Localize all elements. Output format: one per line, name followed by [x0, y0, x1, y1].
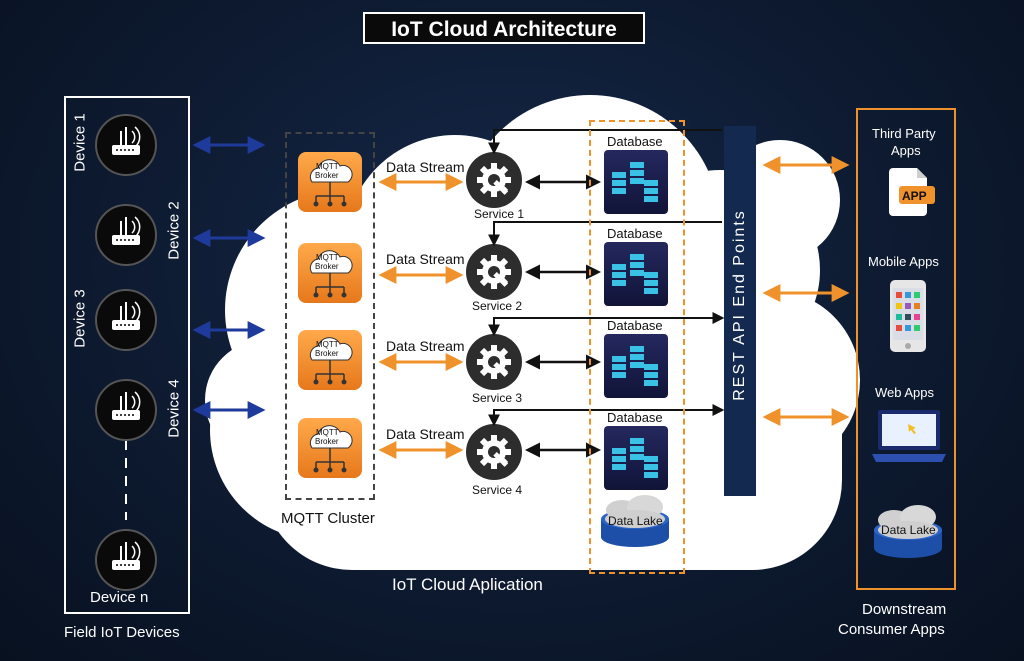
device-n-label: Device n	[90, 589, 149, 606]
rest-feed-line	[488, 312, 725, 337]
field-devices-box	[64, 96, 190, 614]
consumer-apps-box	[856, 108, 956, 590]
app-badge-text: APP	[902, 189, 927, 203]
rest-feed-line	[488, 129, 722, 155]
router-icon	[95, 114, 157, 176]
router-icon	[95, 379, 157, 441]
mqtt-cluster-box	[285, 132, 375, 500]
service-1-label: Service 1	[474, 207, 525, 221]
data-lake-label: Data Lake	[608, 514, 663, 528]
database-server-icon	[604, 150, 668, 214]
service-gear-icon	[466, 152, 522, 208]
broker-label-mqtt: MQTT	[316, 340, 339, 349]
device-3-label: Device 3	[71, 289, 89, 348]
cloud-application-label: IoT Cloud Aplication	[392, 575, 543, 594]
consumer-data-lake-label: Data Lake	[881, 523, 936, 537]
broker-label-mqtt: MQTT	[316, 253, 339, 262]
mqtt-broker-icon	[298, 243, 362, 303]
mqtt-broker-icon	[298, 418, 362, 478]
service-3-label: Service 3	[472, 391, 523, 405]
router-icon	[95, 289, 157, 351]
service-2-label: Service 2	[472, 299, 523, 313]
broker-label-broker: Broker	[315, 349, 339, 358]
data-lake-icon	[601, 495, 669, 547]
app-file-icon	[889, 168, 935, 216]
data-stream-label-2: Data Stream	[386, 251, 465, 267]
database-server-icon	[604, 334, 668, 398]
service-gear-icon	[466, 424, 522, 480]
third-party-label-line2: Apps	[891, 143, 921, 158]
device-2-label: Device 2	[165, 201, 183, 260]
database-3-label: Database	[607, 318, 663, 333]
broker-label-mqtt: MQTT	[316, 428, 339, 437]
rest-api-label: REST API End Points	[731, 209, 748, 401]
data-stream-label-1: Data Stream	[386, 159, 465, 175]
database-4-label: Database	[607, 410, 663, 425]
device-1-label: Device 1	[71, 113, 89, 172]
router-icon	[95, 204, 157, 266]
consumer-data-lake-icon	[874, 505, 942, 558]
database-2-label: Database	[607, 226, 663, 241]
consumer-caption-line2: Consumer Apps	[838, 621, 945, 638]
rest-feed-line	[488, 404, 725, 427]
rest-feed-line	[488, 221, 722, 247]
mqtt-broker-icon	[298, 330, 362, 390]
service-4-label: Service 4	[472, 483, 523, 497]
data-stream-label-4: Data Stream	[386, 426, 465, 442]
broker-label-broker: Broker	[315, 171, 339, 180]
mqtt-broker-icon	[298, 152, 362, 212]
service-gear-icon	[466, 334, 522, 390]
service-gear-icon	[466, 244, 522, 300]
web-apps-label: Web Apps	[875, 385, 935, 400]
field-devices-caption: Field IoT Devices	[64, 624, 180, 641]
diagram-title: IoT Cloud Architecture	[363, 12, 645, 44]
mobile-apps-label: Mobile Apps	[868, 254, 939, 269]
router-icon	[95, 529, 157, 591]
database-server-icon	[604, 242, 668, 306]
third-party-label-line1: Third Party	[872, 126, 936, 141]
mobile-phone-icon	[890, 280, 926, 352]
consumer-caption-line1: Downstream	[862, 601, 947, 618]
database-server-icon	[604, 426, 668, 490]
laptop-icon	[872, 410, 946, 462]
broker-label-broker: Broker	[315, 262, 339, 271]
database-group-box	[589, 120, 685, 574]
device-4-label: Device 4	[165, 379, 183, 438]
broker-label-mqtt: MQTT	[316, 162, 339, 171]
broker-label-broker: Broker	[315, 437, 339, 446]
data-stream-label-3: Data Stream	[386, 338, 465, 354]
rest-api-bar	[724, 126, 756, 496]
database-1-label: Database	[607, 134, 663, 149]
mqtt-cluster-label: MQTT Cluster	[281, 510, 375, 527]
